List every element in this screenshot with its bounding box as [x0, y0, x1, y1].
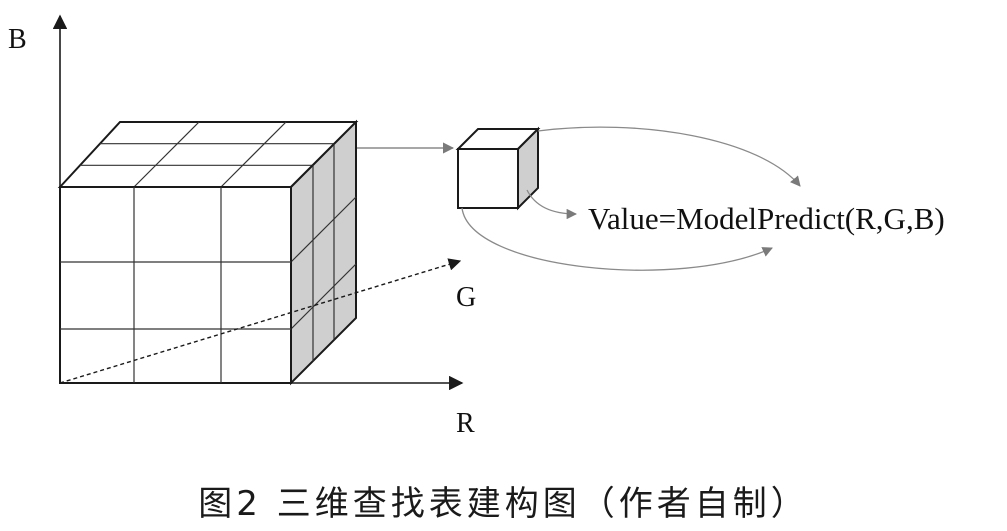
lut-cube — [57, 119, 359, 386]
cube-right-grid — [290, 143, 357, 362]
r-axis-label: R — [456, 408, 475, 439]
lower-curve-arrow — [461, 207, 773, 271]
upper-curve-arrow — [537, 126, 801, 187]
lut-cell-cube — [455, 126, 541, 211]
cell-front-face — [457, 148, 519, 209]
figure-caption: 图2 三维查找表建构图（作者自制） — [198, 484, 809, 524]
model-predict-formula: Value=ModelPredict(R,G,B) — [588, 201, 945, 236]
cube-front-grid — [60, 187, 291, 383]
g-axis-label: G — [456, 282, 476, 313]
b-axis-label: B — [8, 24, 27, 55]
cube-front-face — [59, 186, 292, 384]
middle-curve-arrow — [526, 189, 578, 220]
cube-top-grid — [80, 121, 334, 188]
